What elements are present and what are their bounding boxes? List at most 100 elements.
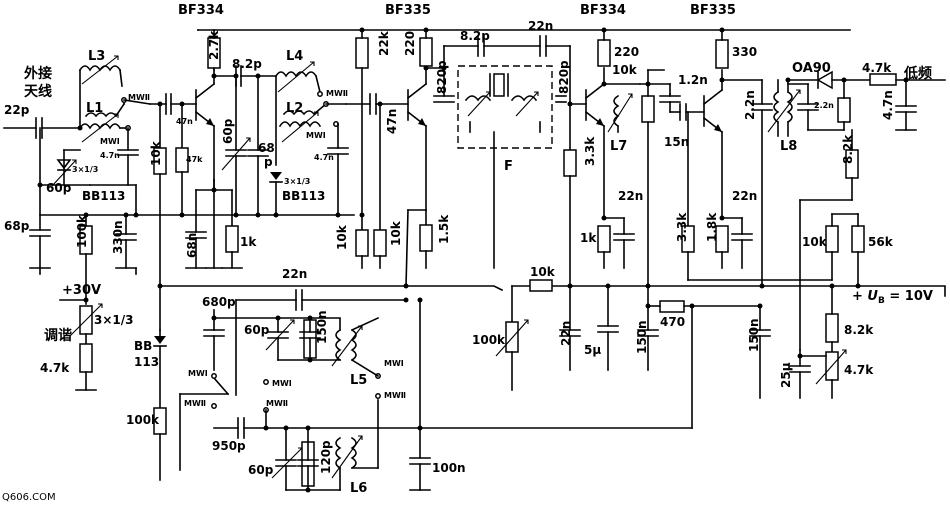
ub-rail (159, 285, 946, 297)
label-c-47na: 47n (176, 117, 193, 126)
label-c-120p: 120p (319, 440, 333, 474)
label-in-cap: 22p (4, 103, 30, 117)
resistor-56k (851, 225, 865, 253)
label-c-4n7a: 4.7n (100, 151, 120, 160)
label-r-10ka: 10k (149, 140, 163, 166)
label-c-60pd: 60p (248, 463, 274, 477)
ub-value: = 10V (885, 289, 933, 304)
resistor-10k-d (373, 229, 387, 257)
ub-symbol: U (867, 289, 878, 304)
label-r-3k3a: 3.3k (583, 136, 597, 166)
cap-150nb (749, 305, 771, 399)
resistor-1k5 (419, 224, 433, 252)
label-bb113b: BB113 (282, 189, 325, 203)
label-bf334-2: BF334 (580, 3, 626, 18)
label-c-60pb: 60p (46, 181, 72, 195)
label-c-330n: 330n (111, 220, 125, 254)
label-mw1c: MWⅠ (188, 369, 208, 378)
label-r-4k7-out: 4.7k (862, 61, 892, 75)
label-mw2d: MWⅡ (266, 399, 288, 408)
diode-oa90 (787, 70, 871, 90)
transistor-bf335-2 (702, 69, 724, 219)
label-L5: L5 (350, 373, 367, 388)
label-r-220a: 220 (403, 31, 417, 56)
label-L3: L3 (88, 49, 105, 64)
cap-22n-b (603, 217, 635, 269)
ground-wires (39, 267, 137, 275)
label-bb113a: BB113 (82, 189, 125, 203)
transistor-bf334-1 (194, 69, 216, 181)
label-c-2n2b: 2.2n (814, 101, 834, 110)
label-c-820pa: 820p (435, 60, 449, 94)
label-r-330: 330 (732, 45, 757, 59)
label-plus30: +30V (62, 283, 101, 298)
oscillator-switch-network (179, 309, 230, 471)
label-c-22nb: 22n (618, 189, 643, 203)
label-L1: L1 (86, 101, 103, 116)
bias-network-1 (39, 103, 355, 287)
label-vc-3x13b: 3×1/3 (284, 177, 310, 186)
ub-prefix: + (852, 289, 867, 304)
label-r-10ke: 10k (802, 235, 828, 249)
cap-5u (597, 285, 619, 371)
label-c-680p: 680p (202, 295, 236, 309)
cap-2n2a (721, 79, 773, 287)
cap-22n-d (235, 289, 407, 396)
label-c-8p2a: 8.2p (232, 57, 262, 71)
label-c-4n7-out: 4.7n (881, 90, 895, 120)
label-bf335-2: BF335 (690, 3, 736, 18)
resistor-3k3a (563, 149, 577, 177)
label-mw1e: MWⅠ (384, 359, 404, 368)
label-ub: + UB = 10V (852, 289, 933, 306)
label-r-4k7-bias: 4.7k (844, 363, 874, 377)
cap-330n (115, 214, 137, 269)
antenna-input (3, 117, 81, 269)
resistor-4k7-out (869, 73, 897, 86)
label-c-22nd: 22n (282, 267, 307, 281)
resistor-330 (715, 39, 729, 69)
label-r-8k2a: 8.2k (841, 134, 855, 164)
label-r-47k: 47k (186, 155, 203, 164)
resistor-220b (597, 39, 611, 67)
transistor-bf335-1 (406, 67, 428, 211)
label-bf335-1: BF335 (385, 3, 431, 18)
label-c-8p2b: 8.2p (460, 29, 490, 43)
label-r-56k: 56k (868, 235, 894, 249)
pot-4k7-bias (799, 349, 847, 399)
label-bf334-1: BF334 (178, 3, 224, 18)
cap-100n (409, 299, 431, 491)
label-mw2a: MWⅡ (128, 93, 150, 102)
label-r-2k7: 2.7k (207, 30, 221, 60)
label-mw1b: MWⅠ (306, 131, 326, 140)
switch-contact (263, 379, 269, 385)
label-c-22ne: 22n (559, 321, 573, 346)
label-c-4n7b: 4.7n (314, 153, 334, 162)
pot-100k (495, 285, 529, 391)
label-r-1k8: 1.8k (705, 212, 719, 242)
label-r-1kb: 1k (580, 231, 597, 245)
resistor-1kb (597, 225, 611, 253)
label-c-2n2a: 2.2n (743, 90, 757, 120)
label-mw1a: MWⅠ (100, 137, 120, 146)
switch-contact (317, 91, 323, 97)
label-c-68p: 68p (4, 219, 30, 233)
cap-22n-e (559, 285, 581, 371)
resistor-top-right (837, 97, 851, 123)
resistor-10kb (641, 95, 655, 123)
label-c-68pb: p (264, 155, 273, 169)
label-mw2c: MWⅡ (184, 399, 206, 408)
label-r-100kb: 100k (472, 333, 506, 347)
label-c-25u: 25μ (779, 362, 793, 388)
label-c-22na: 22n (528, 19, 553, 33)
cap-4n7-out (895, 79, 917, 131)
cap-15n (669, 103, 705, 121)
label-r-3k3b: 3.3k (675, 212, 689, 242)
resistor-10kf (529, 279, 553, 292)
label-r-100ka: 100k (75, 214, 89, 248)
resistor-22k (355, 37, 369, 69)
label-L6: L6 (350, 481, 367, 496)
label-c-60pa: 60p (221, 118, 235, 144)
label-c-1n2: 1.2n (678, 73, 708, 87)
